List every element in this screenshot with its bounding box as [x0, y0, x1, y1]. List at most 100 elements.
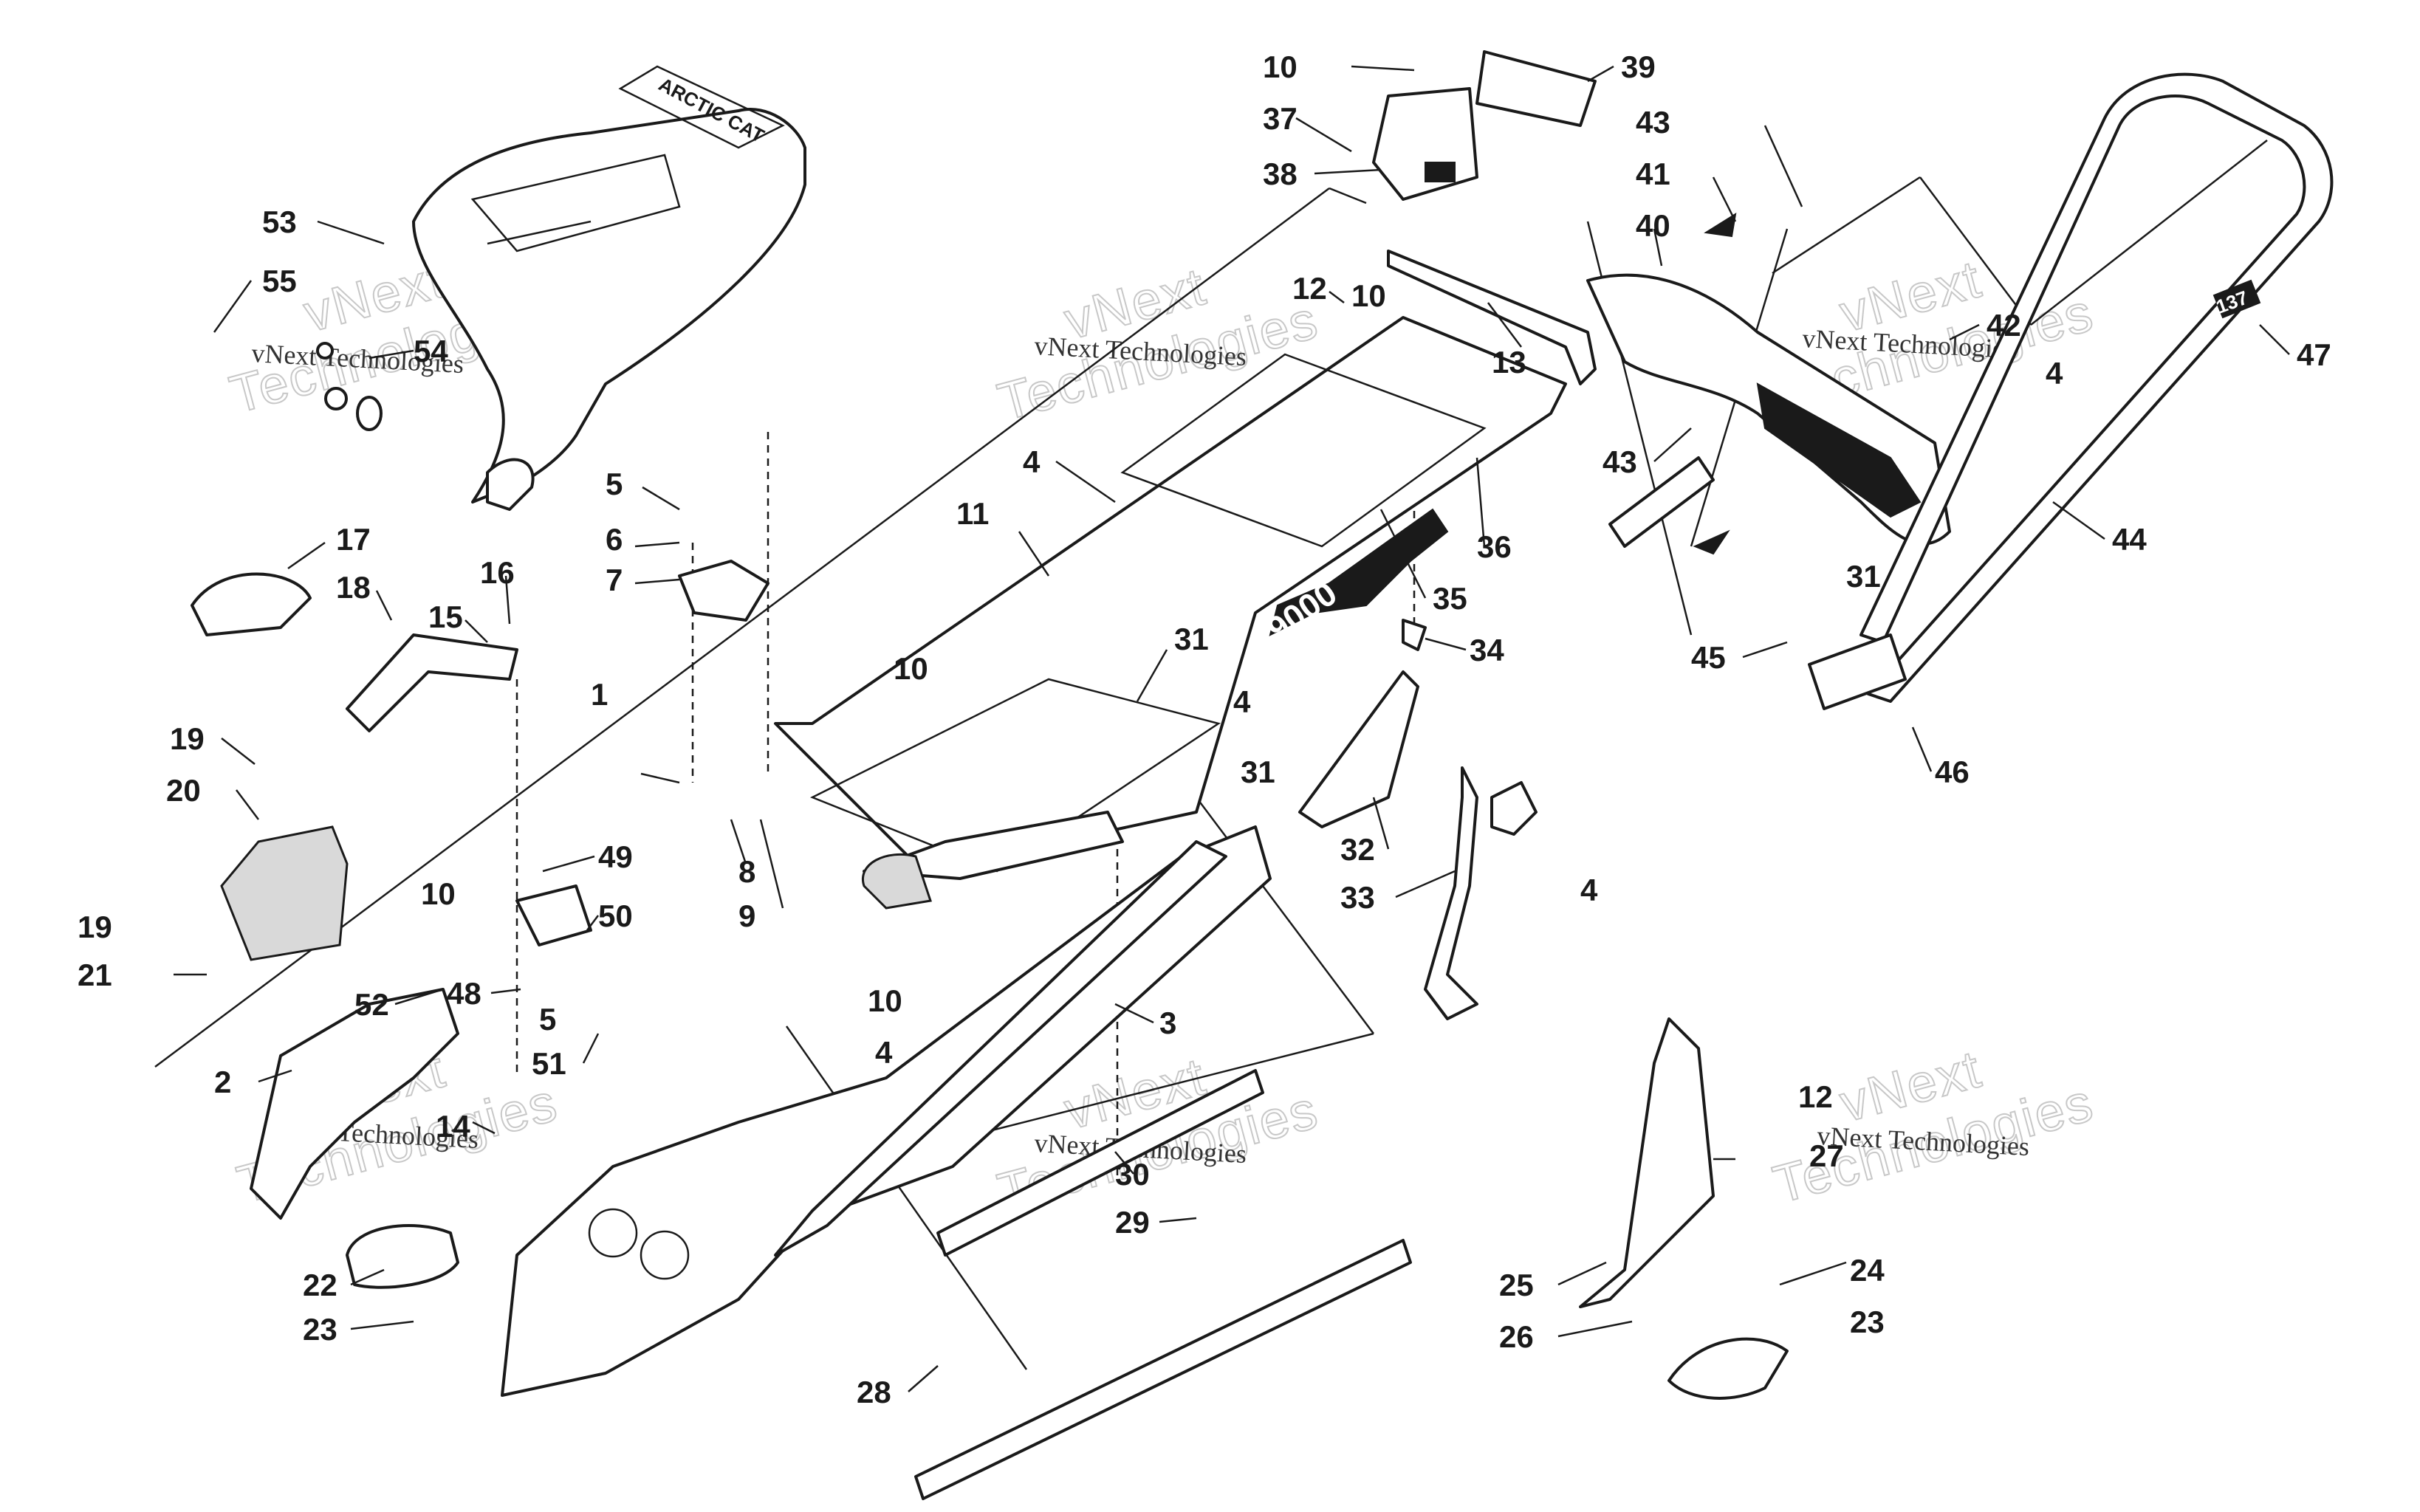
leader-30: [1114, 1151, 1134, 1175]
callout-37: 37: [1263, 101, 1298, 136]
guide-line-4: [785, 1025, 1028, 1370]
callout-21: 21: [78, 958, 112, 992]
callout-44: 44: [2112, 522, 2147, 557]
tail-light-lens: [1425, 162, 1456, 182]
leader-32: [1372, 797, 1390, 850]
seat-bumper-2: [324, 387, 348, 410]
leader-4: [1055, 460, 1116, 504]
leader-2: [258, 1069, 292, 1083]
callout-19: 19: [78, 910, 112, 944]
callout-27: 27: [1809, 1138, 1844, 1173]
callout-leaders: [174, 65, 2290, 1392]
callout-42: 42: [1987, 308, 2021, 343]
heel-guard: [220, 825, 349, 961]
seat-tail: [618, 65, 785, 149]
leader-10: [1351, 65, 1415, 72]
callout-4: 4: [1233, 684, 1251, 719]
callout-40: 40: [1636, 208, 1670, 243]
leader-46: [1911, 726, 1933, 772]
arrow-marker-1: [1704, 212, 1737, 238]
tunnel-hole-1: [588, 1208, 638, 1258]
callout-48: 48: [447, 976, 481, 1011]
leader-28: [908, 1365, 939, 1392]
callout-28: 28: [857, 1375, 891, 1409]
callout-1: 1: [591, 677, 608, 712]
callout-20: 20: [166, 773, 201, 808]
callout-43: 43: [1603, 444, 1637, 479]
leader-29: [1159, 1217, 1197, 1223]
guide-line-1: [154, 187, 1330, 1068]
leader-47: [2259, 324, 2290, 355]
snow-flap-assembly: [1586, 212, 1951, 555]
callout-12: 12: [1292, 271, 1327, 306]
top-bracket-assembly: [1372, 50, 1597, 385]
hitch-plate: [1298, 670, 1419, 828]
tunnel-cooler-opening: [1120, 353, 1487, 548]
leader-44: [2052, 501, 2105, 540]
callout-39: 39: [1621, 49, 1656, 84]
leader-49: [542, 855, 595, 873]
callout-16: 16: [480, 555, 515, 590]
leader-14: [472, 1121, 496, 1135]
guide-line-6: [1772, 176, 1921, 275]
seat-assembly: ARCTIC CAT: [316, 65, 806, 511]
tail-light-housing: [1372, 87, 1478, 201]
foot-rest-cup: [346, 1224, 459, 1289]
leader-54: [369, 349, 414, 360]
callout-10: 10: [894, 651, 928, 686]
leader-33: [1395, 870, 1456, 898]
seat-bumper-3: [356, 396, 383, 431]
callout-50: 50: [598, 898, 633, 933]
callout-18: 18: [336, 570, 371, 605]
callout-23: 23: [303, 1312, 337, 1347]
seat-handle: [487, 220, 592, 245]
leader-45: [1742, 641, 1788, 659]
rear-axle-bar: [914, 1239, 1412, 1500]
step-pad: [1667, 1337, 1789, 1400]
callout-10: 10: [1351, 278, 1386, 313]
callout-31: 31: [1174, 622, 1209, 656]
guide-line-7: [1919, 176, 2032, 326]
rail-size-decal: [2212, 279, 2261, 319]
callout-4: 4: [2046, 356, 2063, 391]
grab-handle: [346, 633, 518, 732]
leader-52: [394, 988, 444, 1006]
leader-40: [1653, 228, 1663, 267]
callout-14: 14: [436, 1109, 470, 1144]
bumper-end-cap: [1808, 633, 1907, 710]
hand-guard-cover: [191, 572, 312, 636]
callout-15: 15: [428, 599, 463, 634]
rear-bumper-bracket: [1387, 250, 1597, 385]
leader-20: [236, 789, 259, 820]
leader-16: [504, 575, 511, 625]
leader-18: [375, 590, 393, 621]
leader-24: [1779, 1261, 1847, 1286]
leader-3: [1114, 1003, 1154, 1024]
callout-51: 51: [532, 1046, 566, 1081]
callout-19: 19: [170, 721, 205, 756]
callout-30: 30: [1115, 1157, 1150, 1192]
coolant-bracket: [678, 560, 769, 622]
side-step: [1579, 1017, 1715, 1308]
callout-38: 38: [1263, 157, 1298, 191]
seat-top-panel: [470, 154, 681, 252]
callout-45: 45: [1691, 640, 1726, 675]
callout-12: 12: [1798, 1079, 1833, 1114]
leader-42: [1949, 323, 1980, 341]
callout-24: 24: [1850, 1253, 1885, 1288]
leader-48: [490, 988, 521, 994]
leader-8: [730, 819, 747, 865]
callout-2: 2: [214, 1065, 231, 1099]
tail-light-cover: [1475, 50, 1597, 127]
leader-7: [634, 578, 680, 585]
leader-5: [642, 486, 680, 511]
leader-17: [287, 541, 326, 570]
callout-53: 53: [262, 205, 297, 239]
callout-41: 41: [1636, 157, 1670, 191]
front-bracket-assembly: [191, 560, 769, 1289]
leader-12: [1329, 291, 1345, 303]
callout-26: 26: [1499, 1319, 1534, 1354]
ecu-module: [515, 884, 592, 946]
tunnel-stiffener: [936, 1069, 1264, 1257]
tunnel-hole-2: [640, 1230, 690, 1280]
